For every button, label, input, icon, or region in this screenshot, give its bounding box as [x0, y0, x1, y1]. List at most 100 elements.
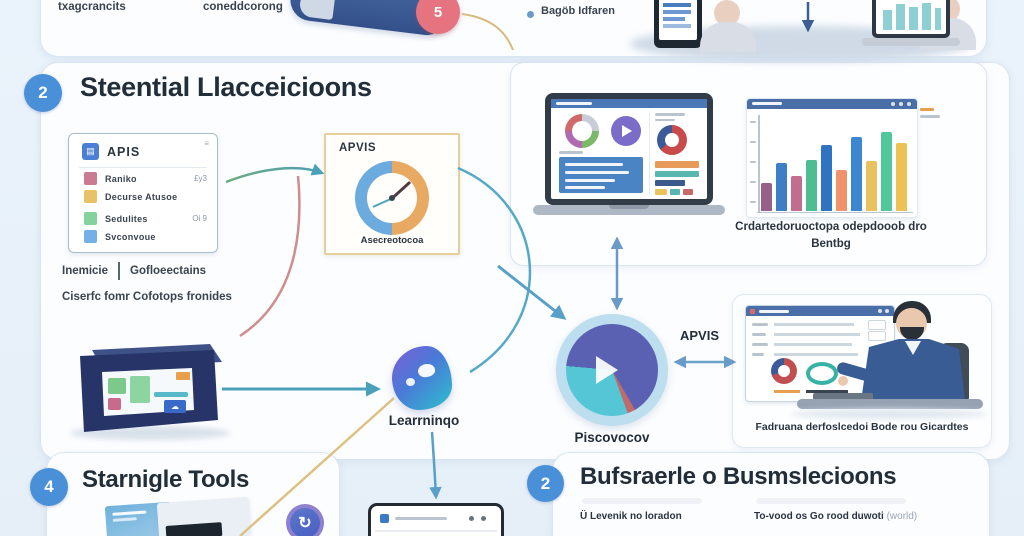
apis-row-value: £y3: [194, 174, 207, 183]
apis-row-label: Svconvoue: [105, 232, 156, 242]
top-caption-right: coneddcorong: [203, 1, 283, 13]
note-line2: Ciserfc fomr Cofotops fronides: [62, 291, 232, 303]
legend-text-bar: [920, 115, 940, 118]
dashboard-laptop: [545, 93, 713, 205]
analyst-body: [837, 339, 965, 401]
gauge-card: APVIS Asecreotocoa: [324, 133, 460, 255]
chart-legend: [920, 108, 940, 118]
apis-list-card: ▤ APIS ≡ Raniko £y3 Decurse Atusoe Sedul…: [68, 133, 218, 253]
mini-laptop-icon: [872, 0, 950, 38]
analyst-caption: Fadruana derfoslcedoi Bode rou Gicardtes: [755, 421, 969, 433]
bottom-tablet: [368, 503, 504, 536]
section-decisions-title: Bufsraerle o Busmslecioons: [580, 463, 897, 490]
bar: [776, 163, 787, 211]
decisions-bullet-2-text: To-vood os Go rood duwoti: [754, 511, 884, 522]
apis-card-title: APIS: [107, 145, 141, 159]
bar: [806, 160, 817, 211]
play-wedge: [596, 356, 618, 384]
note-divider: [118, 262, 121, 280]
apis-row-label: Raniko: [105, 174, 137, 184]
section-decisions-panel: [552, 452, 990, 536]
placeholder-bar: [756, 498, 906, 504]
chip: [683, 189, 693, 195]
cloud-button: ☁: [164, 400, 186, 413]
tablet-toolbar-text-bar: [395, 517, 447, 520]
tablet-toolbar-icon: [380, 514, 389, 523]
circular-arrow-icon: ↻: [286, 504, 324, 536]
server-box-device: ☁: [58, 340, 230, 440]
circle-label: Piscovocov: [574, 430, 650, 445]
box-screen-tile: [130, 376, 150, 403]
legend-swatch: [84, 190, 97, 203]
bar-chart-window: [746, 98, 918, 218]
apis-row-value: Oi 9: [192, 214, 207, 223]
chip: [655, 189, 667, 195]
legend-swatch: [84, 230, 97, 243]
y-axis: [758, 115, 760, 212]
box-screen-tile: [108, 398, 121, 410]
apis-arrow-label: APVIS: [680, 328, 720, 343]
top-bullet-text: Bagöb Idfaren: [541, 5, 615, 17]
donut-chart: [565, 114, 599, 148]
bullet-dot: [527, 11, 534, 18]
section-apis-badge: 2: [24, 74, 62, 112]
blob-label: Learrninqo: [388, 413, 460, 428]
section-decisions-badge: 2: [527, 465, 564, 502]
tablet-icon: [654, 0, 702, 48]
person-shoulders: [700, 22, 756, 52]
note-left-text: Inemicie: [62, 265, 109, 277]
chart-caption-line1: Crdartedoruoctopa odepdooob dro: [735, 221, 927, 233]
section-tools-badge: 4: [30, 468, 68, 506]
divider: [79, 167, 207, 168]
mini-laptop-base: [862, 38, 960, 46]
bar: [866, 161, 877, 211]
section-tools-title: Starnigle Tools: [82, 466, 250, 493]
bar: [881, 132, 892, 211]
note-line1: Inemicie Gofloeectains: [62, 262, 206, 280]
apis-card-menu-icon: ≡: [204, 139, 209, 148]
gauge-ring: [355, 161, 429, 235]
pencil-badge: 5: [416, 0, 460, 34]
decisions-bullet-2: To-vood os Go rood duwoti (world): [754, 511, 917, 522]
laptop-base: [533, 205, 725, 215]
person-avatar: [714, 0, 740, 26]
analyst-beard: [900, 327, 924, 340]
decisions-bullet-2-note: (world): [886, 511, 918, 522]
bar-chart-plot: [761, 119, 913, 211]
legend-dash: [920, 108, 934, 111]
browser-donut: [771, 358, 797, 384]
keyboard: [813, 393, 873, 400]
browser-titlebar: [746, 306, 894, 316]
bar: [761, 183, 772, 211]
hbar: [655, 180, 685, 186]
box-screen-bar: [154, 392, 188, 397]
cloud-icon: ☁: [171, 402, 179, 411]
decisions-bullet-1: Ü Levenik no loradon: [580, 511, 682, 522]
hbar: [655, 171, 699, 177]
bar: [896, 143, 907, 211]
dashboard-titlebar: [551, 99, 707, 108]
analyst-card: Fadruana derfoslcedoi Bode rou Gicardtes: [732, 294, 992, 448]
chart-caption-line2: Bentbg: [811, 238, 851, 250]
box-logo: [176, 372, 190, 380]
bar: [821, 145, 832, 211]
section-apis-title: Steential Llacceicioons: [80, 72, 372, 102]
bar: [851, 137, 862, 211]
legend-swatch: [84, 212, 97, 225]
pie-chart: [611, 116, 641, 146]
chart-window-titlebar: [747, 99, 917, 109]
text-panel: [559, 157, 643, 193]
box-screen-tile: [108, 378, 126, 394]
discovery-circle-icon: [556, 314, 668, 426]
hbar: [655, 161, 699, 168]
learning-blob-icon: [392, 346, 452, 410]
note-right-text: Gofloeectains: [130, 265, 207, 277]
gauge-card-caption: Asecreotocoa: [360, 235, 424, 246]
desk: [797, 399, 983, 409]
apis-card-icon: ▤: [82, 143, 99, 160]
gauge-card-title: APVIS: [339, 142, 377, 154]
bar: [791, 176, 802, 211]
x-axis: [757, 211, 913, 213]
top-caption-left: txagcrancits: [58, 1, 126, 13]
